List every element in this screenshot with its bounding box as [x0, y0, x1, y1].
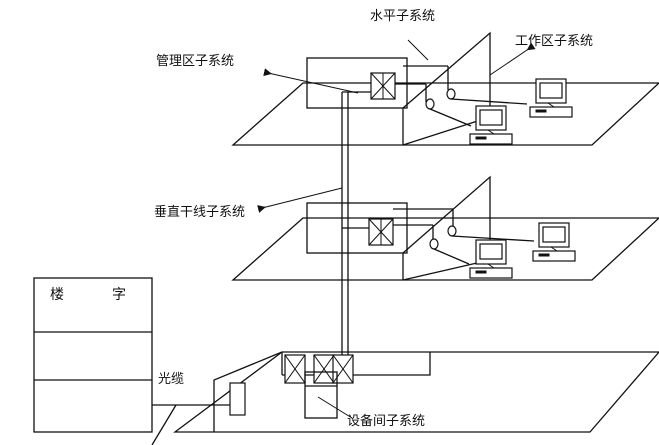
- computer-icon: [469, 239, 513, 279]
- label-building-right: 字: [112, 287, 126, 303]
- computer-icon: [469, 105, 513, 145]
- label-equipment-room: 设备间子系统: [347, 413, 425, 429]
- vertical-backbone: [341, 91, 371, 372]
- info-outlet-icon: [446, 88, 456, 100]
- computer-icon: [532, 222, 576, 262]
- info-outlet-icon: [425, 98, 435, 110]
- floor-top: [231, 31, 659, 146]
- building: [33, 277, 230, 445]
- floor-bottom: [173, 351, 659, 433]
- floor-middle: [231, 175, 659, 281]
- label-vertical: 垂直干线子系统: [154, 205, 245, 220]
- label-horizontal: 水平子系统: [370, 9, 435, 24]
- label-work-area: 工作区子系统: [515, 34, 593, 49]
- info-outlet-icon: [429, 238, 439, 250]
- label-building-left: 楼: [50, 287, 64, 303]
- info-outlet-icon: [447, 225, 457, 237]
- label-management: 管理区子系统: [156, 54, 234, 69]
- label-arrows: [257, 39, 536, 419]
- computer-icon: [529, 78, 573, 118]
- label-fiber: 光缆: [158, 371, 184, 387]
